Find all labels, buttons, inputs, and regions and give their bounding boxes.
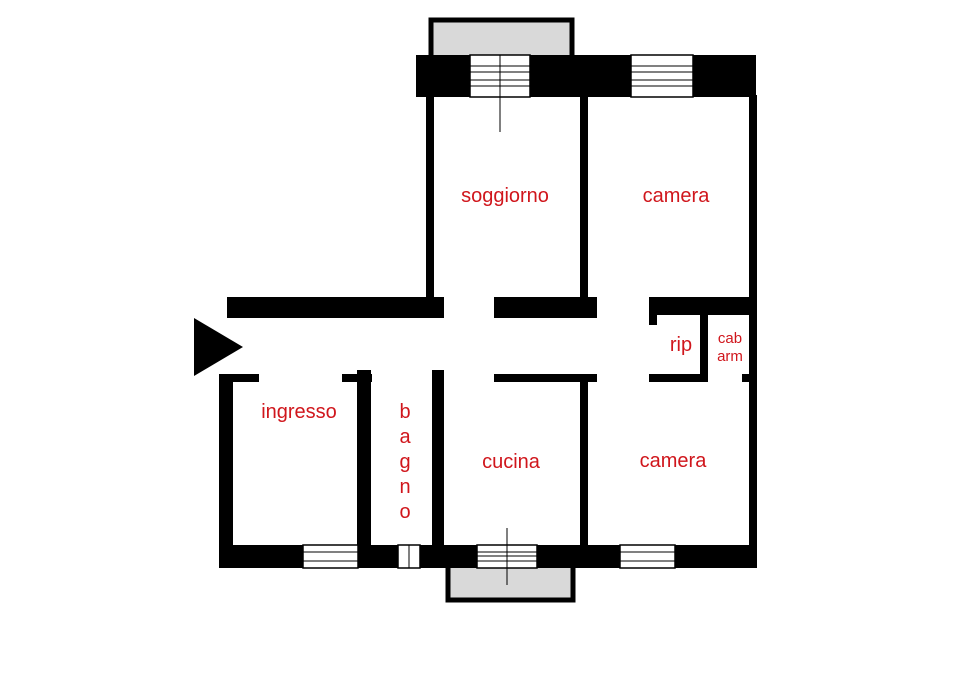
label-cab: cab [718,330,742,347]
label-camera-top: camera [643,185,711,207]
wall-right [749,95,757,568]
wall-ingresso-top [219,374,259,382]
window-soggiorno [469,54,531,132]
label-rip: rip [670,334,692,356]
wall-rip-left [649,297,657,325]
wall-corridor-top-right [649,297,755,315]
wall-rip-bottom [649,374,708,382]
wall-cucina-top [494,374,597,382]
label-camera-bottom: camera [640,450,708,472]
label-ingresso: ingresso [261,401,337,423]
wall-soggiorno-left [426,95,434,300]
wall-bagno-cucina [432,370,444,568]
label-bagno-n: n [399,476,410,498]
wall-cab-bottom [742,374,752,382]
window-bagno [397,544,421,569]
wall-top [416,55,756,97]
window-camera-top [630,54,694,98]
balcony-top [428,17,575,63]
label-bagno-b: b [399,401,410,423]
window-camera-bottom [619,544,676,569]
wall-cucina-camera [580,374,588,568]
label-bagno-o: o [399,501,410,523]
wall-ingresso-bagno [357,370,371,568]
label-soggiorno: soggiorno [461,185,549,207]
wall-soggiorno-camera [580,95,588,300]
window-ingresso [302,544,359,569]
entrance-arrow-icon [194,318,243,376]
label-cucina: cucina [482,451,541,473]
wall-corridor-top-mid [494,297,597,318]
label-arm: arm [717,348,743,365]
wall-left [219,374,233,568]
wall-corridor-top-left [227,297,444,318]
window-cucina [476,528,538,585]
wall-rip-cab [700,310,708,382]
label-bagno-g: g [399,451,410,473]
label-bagno-a: a [399,426,411,448]
